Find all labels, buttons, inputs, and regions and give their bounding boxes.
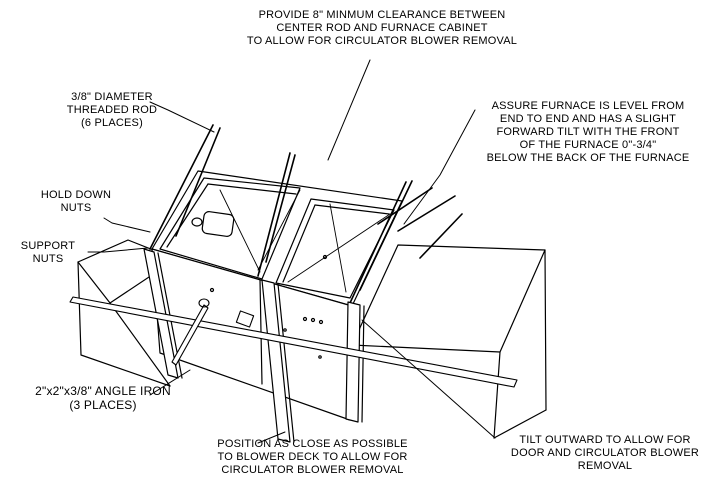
support-nuts-callout: SUPPORT NUTS — [20, 240, 76, 265]
threaded-rod-callout: 3/8" DIAMETER THREADED ROD (6 PLACES) — [66, 91, 158, 129]
right-duct-block — [351, 244, 547, 439]
position-callout: POSITION AS CLOSE AS POSSIBLE TO BLOWER … — [217, 438, 408, 476]
threaded-rods — [149, 124, 463, 304]
right-access-panel — [275, 198, 395, 299]
angle-iron-callout: 2"x2"x3/8" ANGLE IRON (3 PLACES) — [35, 384, 171, 412]
clearance-callout: PROVIDE 8" MINMUM CLEARANCE BETWEEN CENT… — [246, 9, 518, 47]
tilt-callout: TILT OUTWARD TO ALLOW FOR DOOR AND CIRCU… — [510, 434, 700, 472]
level-callout: ASSURE FURNACE IS LEVEL FROM END TO END … — [486, 100, 690, 164]
cross-rods — [69, 296, 518, 388]
hold-down-nuts-callout: HOLD DOWN NUTS — [40, 189, 112, 214]
leader-lines — [87, 59, 496, 444]
